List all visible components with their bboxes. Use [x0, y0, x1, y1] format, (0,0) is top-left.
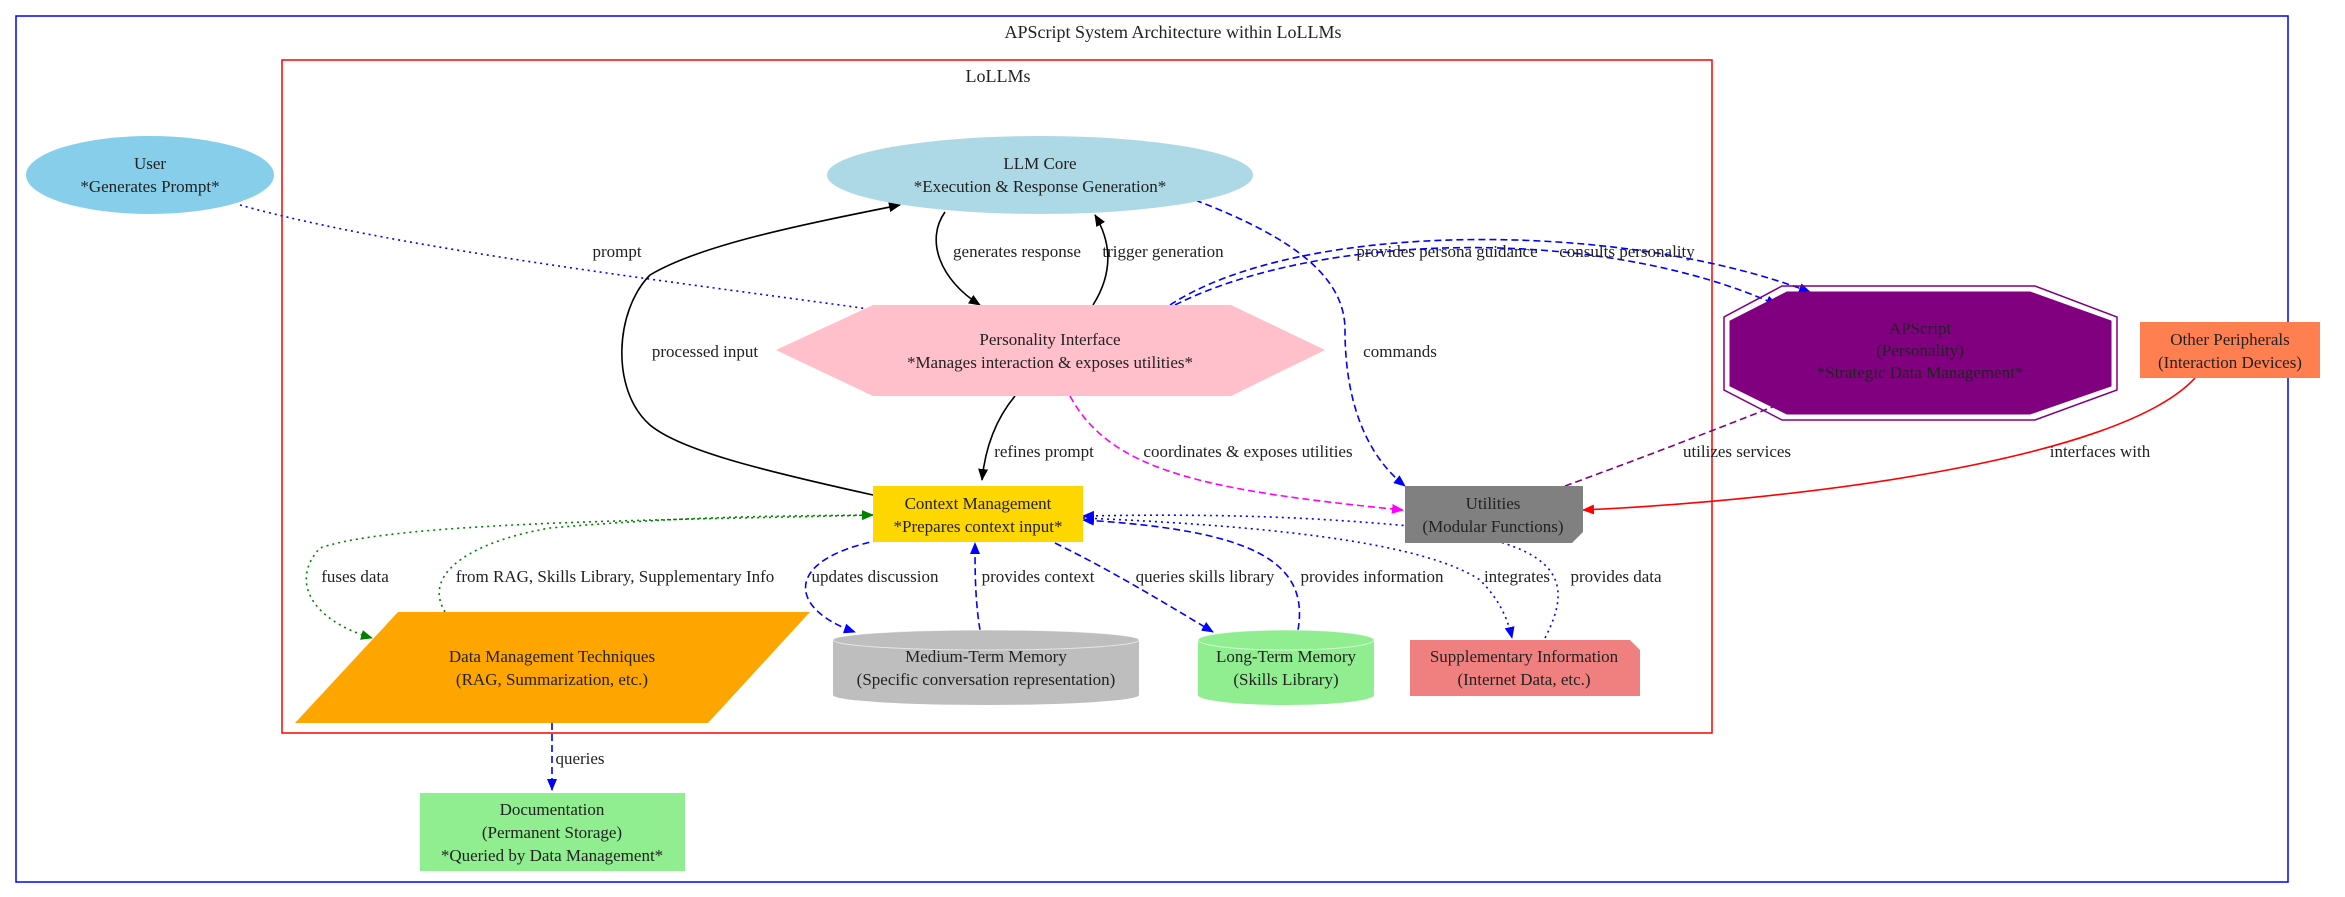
- edge-generates-response: [935, 211, 981, 306]
- outer-frame: [15, 15, 2289, 883]
- node-documentation-line-2: (Permanent Storage): [482, 823, 622, 842]
- label-provides-data: provides data: [1570, 567, 1662, 586]
- node-llm-core-line-1: LLM Core: [1003, 154, 1076, 173]
- edge-utilizes-services: [1564, 399, 1791, 487]
- node-apscript: APScript (Personality) *Strategic Data M…: [1723, 285, 2118, 421]
- edge-fuses-data: [305, 514, 874, 640]
- edge-commands: [1194, 199, 1406, 487]
- edge-provides-persona-guidance: [1169, 238, 1811, 306]
- node-llm-core: LLM Core *Execution & Response Generatio…: [827, 136, 1253, 214]
- edge-labels: prompt generates response trigger genera…: [321, 242, 2151, 768]
- label-refines-prompt: refines prompt: [994, 442, 1094, 461]
- node-context-management-line-1: Context Management: [905, 494, 1052, 513]
- node-long-term-memory-line-2: (Skills Library): [1233, 670, 1338, 689]
- node-medium-term-memory: Medium-Term Memory (Specific conversatio…: [832, 629, 1140, 705]
- node-documentation-line-1: Documentation: [500, 800, 605, 819]
- node-other-peripherals: Other Peripherals (Interaction Devices): [2140, 322, 2320, 378]
- edge-prompt: [239, 204, 891, 316]
- edge-queries-skills: [1054, 542, 1214, 633]
- label-queries: queries: [555, 749, 604, 768]
- node-personality-interface-line-1: Personality Interface: [979, 330, 1120, 349]
- node-apscript-line-3: *Strategic Data Management*: [1817, 363, 2024, 382]
- edge-updates-discussion: [804, 539, 881, 634]
- node-supplementary-information: Supplementary Information (Internet Data…: [1410, 640, 1640, 696]
- node-context-management: Context Management *Prepares context inp…: [873, 486, 1083, 542]
- node-apscript-line-1: APScript: [1889, 319, 1952, 338]
- label-from-rag: from RAG, Skills Library, Supplementary …: [456, 567, 775, 586]
- node-other-peripherals-line-1: Other Peripherals: [2170, 330, 2289, 349]
- label-commands: commands: [1363, 342, 1437, 361]
- node-supplementary-information-line-1: Supplementary Information: [1430, 647, 1619, 666]
- node-documentation-line-3: *Queried by Data Management*: [441, 846, 663, 865]
- label-consults-personality: consults personality: [1559, 242, 1695, 261]
- node-long-term-memory-line-1: Long-Term Memory: [1216, 647, 1356, 666]
- lollms-cluster-label: LoLLMs: [966, 66, 1031, 86]
- node-personality-interface-line-2: *Manages interaction & exposes utilities…: [907, 353, 1193, 372]
- node-context-management-line-2: *Prepares context input*: [893, 517, 1062, 536]
- node-utilities-line-1: Utilities: [1466, 494, 1521, 513]
- node-data-management-line-1: Data Management Techniques: [449, 647, 655, 666]
- diagram-title: APScript System Architecture within LoLL…: [1005, 22, 1342, 42]
- node-user: User *Generates Prompt*: [26, 136, 274, 214]
- node-supplementary-information-line-2: (Internet Data, etc.): [1457, 670, 1590, 689]
- node-medium-term-memory-line-2: (Specific conversation representation): [857, 670, 1116, 689]
- label-generates-response: generates response: [953, 242, 1081, 261]
- label-fuses-data: fuses data: [321, 567, 389, 586]
- lollms-cluster: [281, 59, 1713, 734]
- node-utilities-line-2: (Modular Functions): [1422, 517, 1563, 536]
- label-coordinates: coordinates & exposes utilities: [1143, 442, 1352, 461]
- label-trigger-generation: trigger generation: [1102, 242, 1224, 261]
- label-processed-input: processed input: [652, 342, 759, 361]
- label-provides-context: provides context: [982, 567, 1095, 586]
- edge-refines-prompt: [978, 395, 1016, 481]
- node-other-peripherals-line-2: (Interaction Devices): [2158, 353, 2302, 372]
- edge-trigger-generation: [1092, 214, 1109, 306]
- edge-consults-personality: [1174, 246, 1778, 306]
- node-utilities: Utilities (Modular Functions): [1405, 486, 1583, 543]
- node-documentation: Documentation (Permanent Storage) *Queri…: [420, 793, 685, 871]
- node-medium-term-memory-line-1: Medium-Term Memory: [905, 647, 1067, 666]
- node-user-line-2: *Generates Prompt*: [80, 177, 219, 196]
- node-user-line-1: User: [134, 154, 166, 173]
- node-llm-core-line-2: *Execution & Response Generation*: [914, 177, 1167, 196]
- edge-provides-information: [1082, 515, 1301, 631]
- label-interfaces-with: interfaces with: [2050, 442, 2151, 461]
- label-provides-persona-guidance: provides persona guidance: [1356, 242, 1537, 261]
- label-utilizes-services: utilizes services: [1683, 442, 1791, 461]
- node-data-management: Data Management Techniques (RAG, Summari…: [295, 612, 810, 723]
- node-personality-interface: Personality Interface *Manages interacti…: [776, 305, 1325, 396]
- node-long-term-memory: Long-Term Memory (Skills Library): [1197, 629, 1375, 705]
- label-integrates: integrates: [1484, 567, 1550, 586]
- edges: [239, 199, 2196, 791]
- edge-coordinates: [1069, 395, 1404, 514]
- label-provides-information: provides information: [1300, 567, 1444, 586]
- label-prompt: prompt: [592, 242, 641, 261]
- edge-provides-context: [970, 542, 981, 631]
- label-updates-discussion: updates discussion: [811, 567, 939, 586]
- node-data-management-line-2: (RAG, Summarization, etc.): [456, 670, 648, 689]
- edge-processed-input: [621, 202, 901, 496]
- node-apscript-line-2: (Personality): [1876, 341, 1964, 360]
- edge-from-rag: [438, 510, 874, 613]
- edge-interfaces-with: [1582, 377, 2196, 515]
- label-queries-skills: queries skills library: [1136, 567, 1275, 586]
